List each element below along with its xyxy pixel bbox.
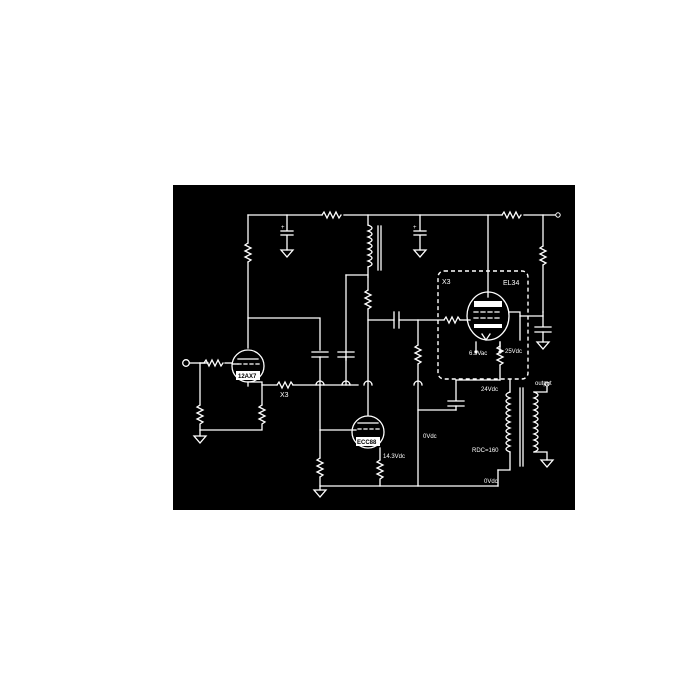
wire-crossovers: [315, 380, 423, 386]
svg-text:0Vdc: 0Vdc: [423, 434, 437, 440]
tube-el34: EL34 6.3Vac 25Vdc: [466, 214, 522, 357]
tube-12ax7: 12AX7: [231, 349, 265, 383]
schematic-panel: [173, 185, 575, 510]
plate-resistor-v1: [243, 214, 321, 351]
svg-text:24Vdc: 24Vdc: [481, 387, 498, 393]
right-bleeder-resistor: [538, 214, 548, 313]
svg-text:+: +: [281, 225, 285, 231]
svg-text:RDC=160: RDC=160: [472, 448, 499, 454]
ground-rail: [319, 469, 499, 487]
cathode-resistor-v2: 14.3Vdc: [375, 447, 405, 487]
svg-text:6.3Vac: 6.3Vac: [469, 351, 487, 357]
svg-text:14.3Vdc: 14.3Vdc: [383, 454, 405, 460]
bypass-capacitor-el34: [519, 311, 552, 350]
output-transformer: output RDC=160 0Vdc: [472, 379, 555, 485]
choke-inductor: [345, 214, 382, 361]
input-jack: [182, 358, 233, 444]
svg-text:12AX7: 12AX7: [238, 374, 257, 380]
x3-module-box: X3: [437, 270, 529, 380]
plate-resistor-v2: [363, 276, 395, 416]
coupling-capacitor-2: [337, 351, 355, 386]
svg-text:ECC88: ECC88: [357, 440, 377, 446]
svg-text:0Vdc: 0Vdc: [484, 479, 498, 485]
cathode-network-v1: X3: [199, 380, 359, 431]
svg-text:EL34: EL34: [503, 280, 519, 287]
svg-text:+: +: [413, 225, 417, 231]
svg-text:X3: X3: [280, 392, 289, 399]
cathode-resistor-el34: 24Vdc: [417, 341, 505, 411]
tube-ecc88: ECC88: [319, 415, 385, 449]
coupling-capacitor-1: [311, 351, 329, 459]
grid-resistor-v3: 0Vdc: [413, 319, 437, 487]
svg-text:X3: X3: [442, 279, 451, 286]
filter-capacitor-1: +: [279, 214, 295, 258]
filter-capacitor-2: +: [412, 214, 428, 258]
coupling-capacitor-3: [393, 311, 471, 329]
grid-resistor-v2: [312, 457, 328, 498]
svg-text:output: output: [535, 381, 552, 387]
top-supply-rail: [247, 210, 561, 220]
svg-text:25Vdc: 25Vdc: [505, 349, 522, 355]
